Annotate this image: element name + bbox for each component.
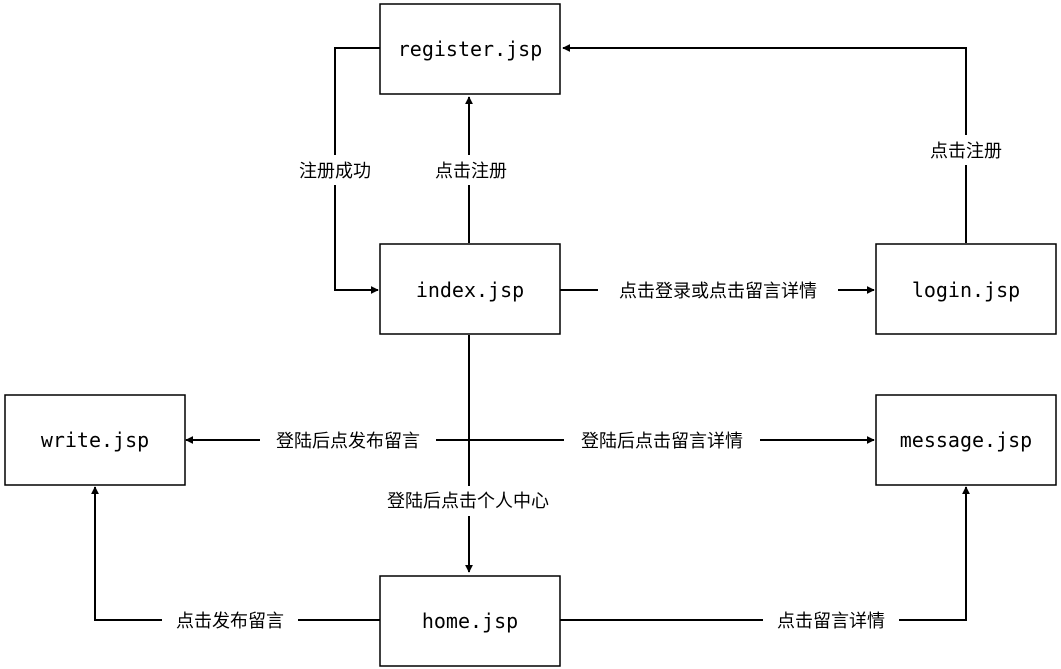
node-home: home.jsp <box>379 575 561 667</box>
edge-label-login-to-register: 点击注册 <box>930 141 1002 162</box>
edge-label-index-to-message: 登陆后点击留言详情 <box>581 431 743 452</box>
label-group-index-to-register: 点击注册 <box>426 155 516 185</box>
node-home-label: home.jsp <box>422 609 518 633</box>
edge-login-to-register <box>562 44 967 243</box>
label-group-index-to-login: 点击登录或点击留言详情 <box>598 276 838 306</box>
node-index: index.jsp <box>379 243 561 335</box>
edge-label-index-to-write: 登陆后点发布留言 <box>276 431 420 452</box>
node-write-label: write.jsp <box>41 428 149 452</box>
label-group-index-to-write: 登陆后点发布留言 <box>260 426 436 456</box>
edge-label-register-to-index: 注册成功 <box>299 161 371 182</box>
edge-home-to-message <box>560 486 970 621</box>
label-group-home-to-message: 点击留言详情 <box>763 606 899 636</box>
label-group-index-to-home: 登陆后点击个人中心 <box>369 486 567 516</box>
edge-home-to-write <box>91 486 380 621</box>
label-group-login-to-register: 点击注册 <box>921 135 1011 165</box>
node-message: message.jsp <box>875 394 1057 486</box>
node-register: register.jsp <box>379 3 561 95</box>
edge-label-index-to-register: 点击注册 <box>435 161 507 182</box>
node-message-label: message.jsp <box>900 428 1032 452</box>
edge-label-home-to-write: 点击发布留言 <box>176 611 284 632</box>
node-login: login.jsp <box>875 243 1057 335</box>
edge-label-index-to-login: 点击登录或点击留言详情 <box>619 281 817 302</box>
node-write: write.jsp <box>4 394 186 486</box>
node-login-label: login.jsp <box>912 278 1020 302</box>
edge-label-home-to-message: 点击留言详情 <box>777 611 885 632</box>
edge-label-index-to-home: 登陆后点击个人中心 <box>387 491 549 512</box>
label-group-register-to-index: 注册成功 <box>290 155 380 185</box>
node-register-label: register.jsp <box>398 37 543 61</box>
label-group-index-to-message: 登陆后点击留言详情 <box>564 426 760 456</box>
label-group-home-to-write: 点击发布留言 <box>162 606 298 636</box>
node-index-label: index.jsp <box>416 278 524 302</box>
